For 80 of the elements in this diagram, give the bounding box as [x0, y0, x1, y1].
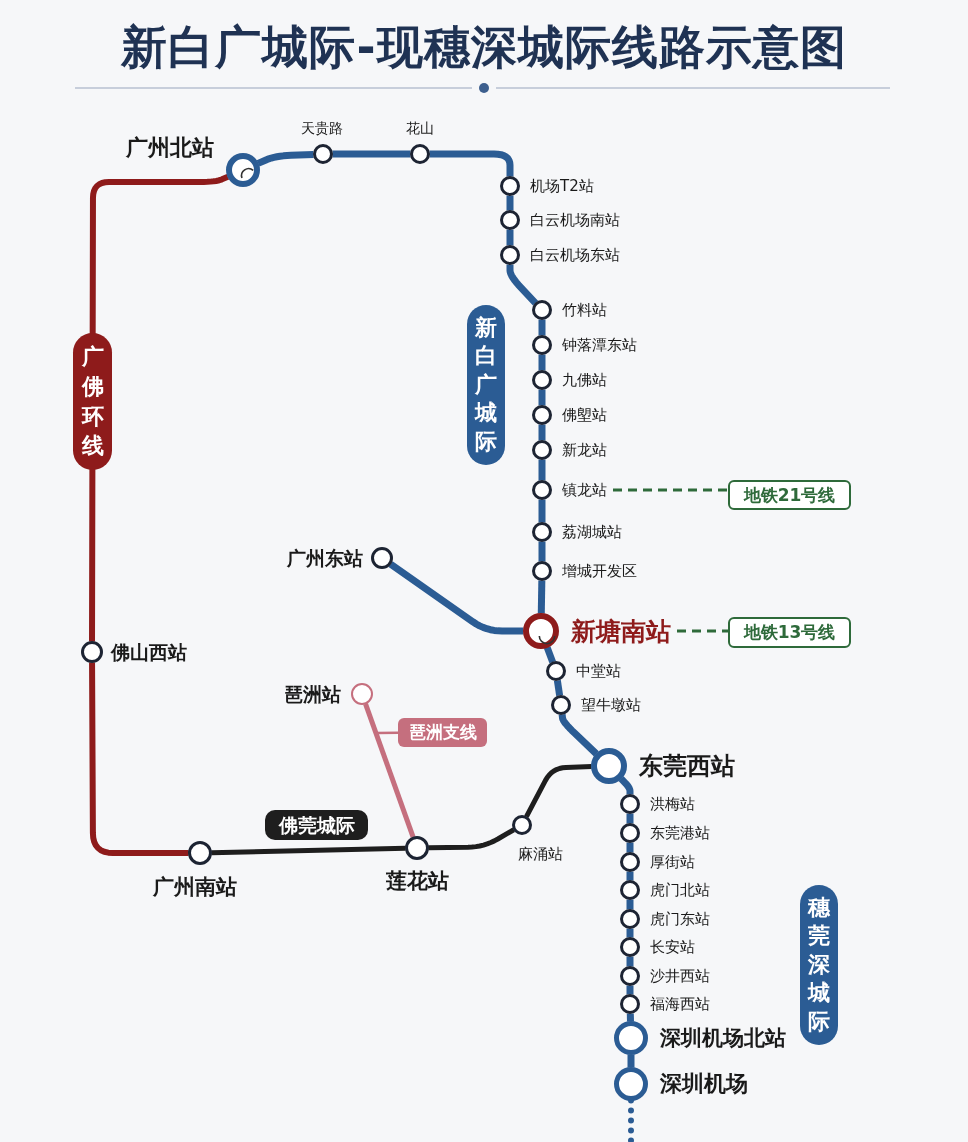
dashed-connector [677, 629, 728, 633]
station-name: 白云机场南站 [530, 210, 620, 230]
rail-line [553, 679, 564, 697]
rail-line [538, 424, 546, 441]
station-name: 钟落潭东站 [562, 335, 637, 355]
metro-line-tag: 地铁13号线 [728, 617, 851, 648]
station-name: 望牛墩站 [581, 695, 641, 715]
station-name: 东莞西站 [639, 751, 735, 781]
rail-line [506, 264, 539, 306]
station-marker-icon [512, 815, 532, 835]
station-name: 莲花站 [385, 868, 449, 894]
station-name: 佛山西站 [111, 641, 187, 663]
rail-line [89, 662, 189, 856]
rail-line [626, 842, 634, 853]
rail-line [627, 1054, 635, 1068]
title: 新白广城际-现穗深城际线路示意图 [121, 19, 847, 76]
rail-line [543, 646, 556, 664]
station-marker-icon [405, 836, 429, 860]
station-name: 广州南站 [153, 874, 237, 900]
station-name: 新龙站 [562, 440, 607, 460]
station-name: 花山 [406, 119, 434, 137]
rail-line [211, 845, 406, 856]
rail-line [537, 580, 546, 614]
station-marker-icon [313, 144, 333, 164]
rail-line [538, 459, 546, 481]
station-name: 东莞港站 [650, 823, 710, 843]
station-name: 九佛站 [562, 370, 607, 390]
leader-line [377, 731, 398, 735]
station-name: 中堂站 [576, 661, 621, 681]
rail-line [538, 499, 546, 523]
rail-line [538, 354, 546, 371]
rail-line [626, 899, 634, 910]
station-name: 虎门北站 [650, 880, 710, 900]
station-name: 竹料站 [562, 300, 607, 320]
line-name-tag: 琶洲支线 [398, 718, 487, 747]
line-name-tag: 佛莞城际 [265, 810, 368, 840]
station-marker-icon [188, 841, 212, 865]
station-name: 长安站 [650, 937, 695, 957]
station-name: 广州北站 [126, 134, 214, 162]
rail-line [626, 956, 634, 967]
station-name: 虎门东站 [650, 909, 710, 929]
rail-line [558, 714, 599, 757]
line-name-tag: 穗莞深城际 [800, 885, 838, 1045]
station-name: 白云机场东站 [530, 245, 620, 265]
edge-label: 广佛环线 [73, 333, 112, 470]
station-name: 琶洲站 [284, 683, 341, 705]
rail-line [506, 195, 514, 211]
station-name: 镇龙站 [562, 480, 607, 500]
station-name: 天贵路 [301, 119, 343, 137]
rail-line [626, 813, 634, 824]
station-name: 洪梅站 [650, 794, 695, 814]
station-name: 福海西站 [650, 994, 710, 1014]
dashed-connector [613, 488, 728, 492]
rail-line [256, 150, 314, 167]
station-name: 增城开发区 [562, 561, 637, 581]
station-marker-icon [410, 144, 430, 164]
rail-line [506, 229, 514, 246]
rail-line [428, 827, 516, 851]
metro-line-tag: 地铁21号线 [728, 480, 851, 510]
station-name: 麻涌站 [517, 844, 563, 864]
rail-line [429, 150, 514, 177]
station-name: 深圳机场北站 [660, 1025, 786, 1051]
rail-line [363, 703, 416, 838]
rail-line [388, 561, 524, 635]
rail-line [538, 319, 546, 336]
station-name: 佛塱站 [562, 405, 607, 425]
station-name: 广州东站 [287, 547, 363, 569]
rail-line [538, 541, 546, 562]
rail-line [618, 776, 634, 795]
station-name: 荔湖城站 [562, 522, 622, 542]
station-name: 沙井西站 [650, 966, 710, 986]
line-name-tag: 新白广城际 [467, 305, 505, 465]
station-name: 深圳机场 [660, 1070, 748, 1098]
rail-line [524, 764, 592, 818]
rail-line [332, 150, 411, 158]
station-name: 机场T2站 [530, 176, 594, 196]
rail-line [538, 389, 546, 406]
station-name: 新塘南站 [571, 615, 671, 647]
station-name: 厚街站 [650, 852, 695, 872]
station-marker-icon [226, 153, 260, 187]
